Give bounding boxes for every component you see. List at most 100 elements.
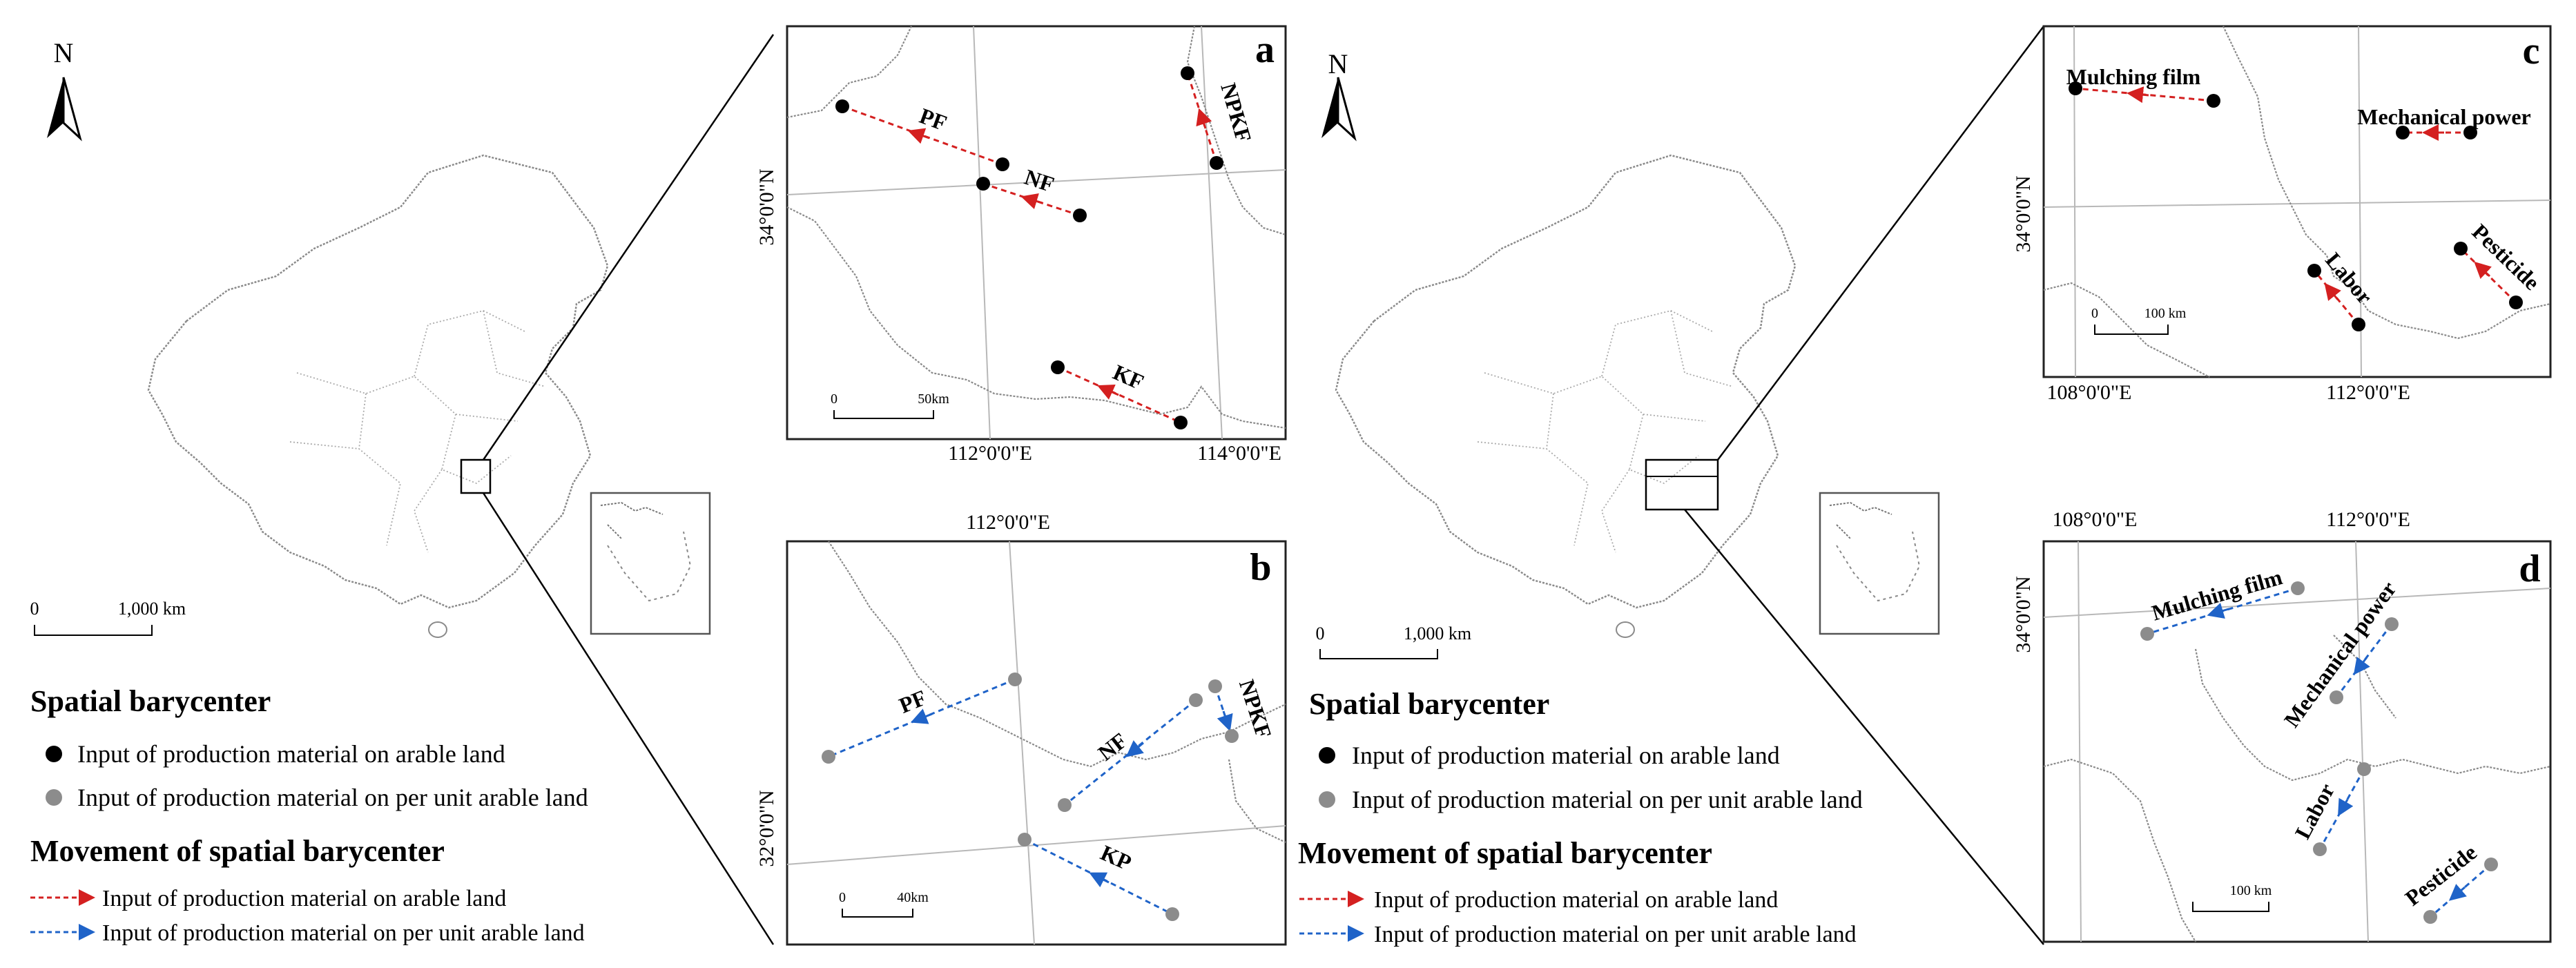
panel-b-arrowhead-nf xyxy=(1125,740,1144,757)
scale-bar xyxy=(34,625,153,636)
panel-c-grid-lat xyxy=(2043,200,2551,208)
panel-d-scale-end: 100 km xyxy=(2230,883,2272,898)
north-label: N xyxy=(54,37,74,68)
panel-b-dot-nf-start xyxy=(1189,693,1203,707)
panel-d-lat-label: 34°0'0"N xyxy=(2012,576,2035,652)
panel-a-arrowhead-pf xyxy=(907,128,930,144)
panel-a-dot-kf-start xyxy=(1051,360,1065,374)
panel-c-dot-mechanical-start xyxy=(2396,126,2410,139)
panel-d-grid-lon1 xyxy=(2078,541,2082,942)
panel-b-arrowhead-npkf xyxy=(1217,710,1233,732)
legend-black-dot xyxy=(46,746,62,762)
panel-c: c 34°0'0"N 108°0'0"E 112°0'0"E 0 100 km … xyxy=(2012,25,2552,404)
panel-a-arrowhead-nf xyxy=(1020,193,1043,209)
panel-a-lon-label-1: 112°0'0"E xyxy=(948,442,1032,465)
china-outline xyxy=(147,154,609,609)
panel-b-dot-npkf-start xyxy=(1208,679,1222,693)
panel-b-scale-end: 40km xyxy=(897,890,929,905)
inset-dash-line xyxy=(1836,531,1921,602)
panel-a-arrow-kf xyxy=(1057,366,1181,424)
panel-a-lon-label-2: 114°0'0"E xyxy=(1197,442,1281,465)
scale-end-label: 1,000 km xyxy=(118,599,186,619)
scale-start-label: 0 xyxy=(30,599,39,619)
panel-b-arrowhead-pf xyxy=(910,708,933,724)
south-china-sea-inset xyxy=(590,492,711,635)
panel-c-letter: c xyxy=(2523,30,2540,72)
inset-dash-line xyxy=(607,531,692,602)
panel-b-scale-bar xyxy=(842,909,913,918)
zoom-line-top xyxy=(1717,26,2044,461)
panel-c-scale-bar xyxy=(2094,325,2169,335)
china-provinces xyxy=(289,310,546,553)
right-figure: N 0 1,000 km Spatial barycenter Input of… xyxy=(1298,26,2044,947)
panel-d-arrowhead-mechanical xyxy=(2353,657,2370,675)
panel-d-arrowhead-labor xyxy=(2338,797,2354,817)
panel-a-lat-label: 34°0'0"N xyxy=(755,168,778,245)
legend-item-per-unit: Input of production material on per unit… xyxy=(77,784,588,811)
china-provinces xyxy=(1477,310,1734,553)
legend-item-move-per-unit: Input of production material on per unit… xyxy=(102,920,585,946)
panel-c-arrowhead-mulching xyxy=(2127,86,2149,104)
panel-d-grid-lat xyxy=(2043,588,2551,618)
panel-a-dot-kf-end xyxy=(1174,416,1188,429)
panel-b-dot-kp-end xyxy=(1165,907,1179,921)
panel-b-dot-kp-start xyxy=(1018,833,1032,846)
panel-c-arrow-labor xyxy=(2313,270,2360,325)
panel-d-dot-mulching-end xyxy=(2140,627,2154,641)
panel-d-dot-labor-start xyxy=(2357,762,2371,776)
panel-d-lon-label-2: 112°0'0"E xyxy=(2326,508,2410,531)
panel-c-dot-mechanical-end xyxy=(2463,126,2477,139)
panel-a-scale-bar xyxy=(833,410,934,419)
panel-c-dot-labor-end xyxy=(2352,318,2365,331)
legend-item-move-arable: Input of production material on arable l… xyxy=(1374,887,1778,913)
panel-c-lat-label: 34°0'0"N xyxy=(2012,175,2035,252)
panel-a-dot-nf-end xyxy=(1073,209,1087,222)
study-area-box xyxy=(460,458,492,494)
panel-c-scale-start: 0 xyxy=(2091,306,2098,321)
panel-b-dot-pf-start xyxy=(1008,672,1022,686)
legend-gray-dot xyxy=(46,789,62,806)
panel-a-arrow-npkf xyxy=(1186,72,1218,164)
study-area-box xyxy=(1645,458,1719,511)
panel-b-dot-npkf-end xyxy=(1225,729,1239,743)
panel-c-boundary xyxy=(2043,26,2551,378)
legend-title-barycenter: Spatial barycenter xyxy=(1309,687,1549,721)
panel-c-lon-label-1: 108°0'0"E xyxy=(2047,381,2132,404)
panel-d-dot-mechanical-end xyxy=(2330,690,2343,704)
panel-a-dot-npkf-start xyxy=(1181,66,1194,80)
panel-b-lon-label-1: 112°0'0"E xyxy=(966,511,1050,534)
panel-c-label-mulching: Mulching film xyxy=(2066,64,2201,89)
panel-a-arrowhead-kf xyxy=(1097,384,1119,400)
panel-d-dot-labor-end xyxy=(2313,842,2327,856)
legend-title-barycenter: Spatial barycenter xyxy=(30,684,271,718)
zoom-line-top xyxy=(482,34,775,461)
panel-d-arrowhead-mulching xyxy=(2207,603,2229,619)
hainan-island xyxy=(1616,621,1635,638)
scale-bar xyxy=(1319,649,1438,659)
north-label: N xyxy=(1328,48,1348,79)
panel-d-lon-label-1: 108°0'0"E xyxy=(2053,508,2138,531)
panel-a-dot-pf-end xyxy=(996,157,1009,171)
legend-item-arable: Input of production material on arable l… xyxy=(1352,742,1780,769)
panel-a-scale-end: 50km xyxy=(918,391,949,407)
panel-c-arrowhead-labor xyxy=(2324,282,2341,301)
left-figure: N 0 1,000 km Spatial barycenter Input of… xyxy=(30,34,775,946)
panel-c-arrow-pesticide xyxy=(2459,247,2517,304)
hainan-island xyxy=(428,621,447,638)
panel-b: 112°0'0"E b 32°0'0"N 0 40km PF NF NPKF K… xyxy=(755,511,1287,946)
panel-b-lat-label: 32°0'0"N xyxy=(755,790,778,867)
legend-item-per-unit: Input of production material on per unit… xyxy=(1352,786,1863,813)
panel-d-frame xyxy=(2042,540,2552,943)
panel-c-dot-pesticide-start xyxy=(2454,242,2468,255)
zoom-line-bottom xyxy=(1684,509,2044,945)
panel-b-frame xyxy=(786,540,1287,946)
inset-coast xyxy=(600,501,664,539)
panel-a-frame xyxy=(786,25,1287,441)
panel-c-dot-mulching-start xyxy=(2069,81,2082,95)
panel-a-grid-lon2 xyxy=(1201,26,1223,440)
legend-title-movement: Movement of spatial barycenter xyxy=(30,834,445,868)
panel-b-dot-nf-end xyxy=(1058,798,1072,812)
panel-a-grid-lat xyxy=(786,169,1286,195)
panel-a-dot-pf-start xyxy=(835,99,849,113)
panel-c-dot-pesticide-end xyxy=(2509,296,2523,309)
